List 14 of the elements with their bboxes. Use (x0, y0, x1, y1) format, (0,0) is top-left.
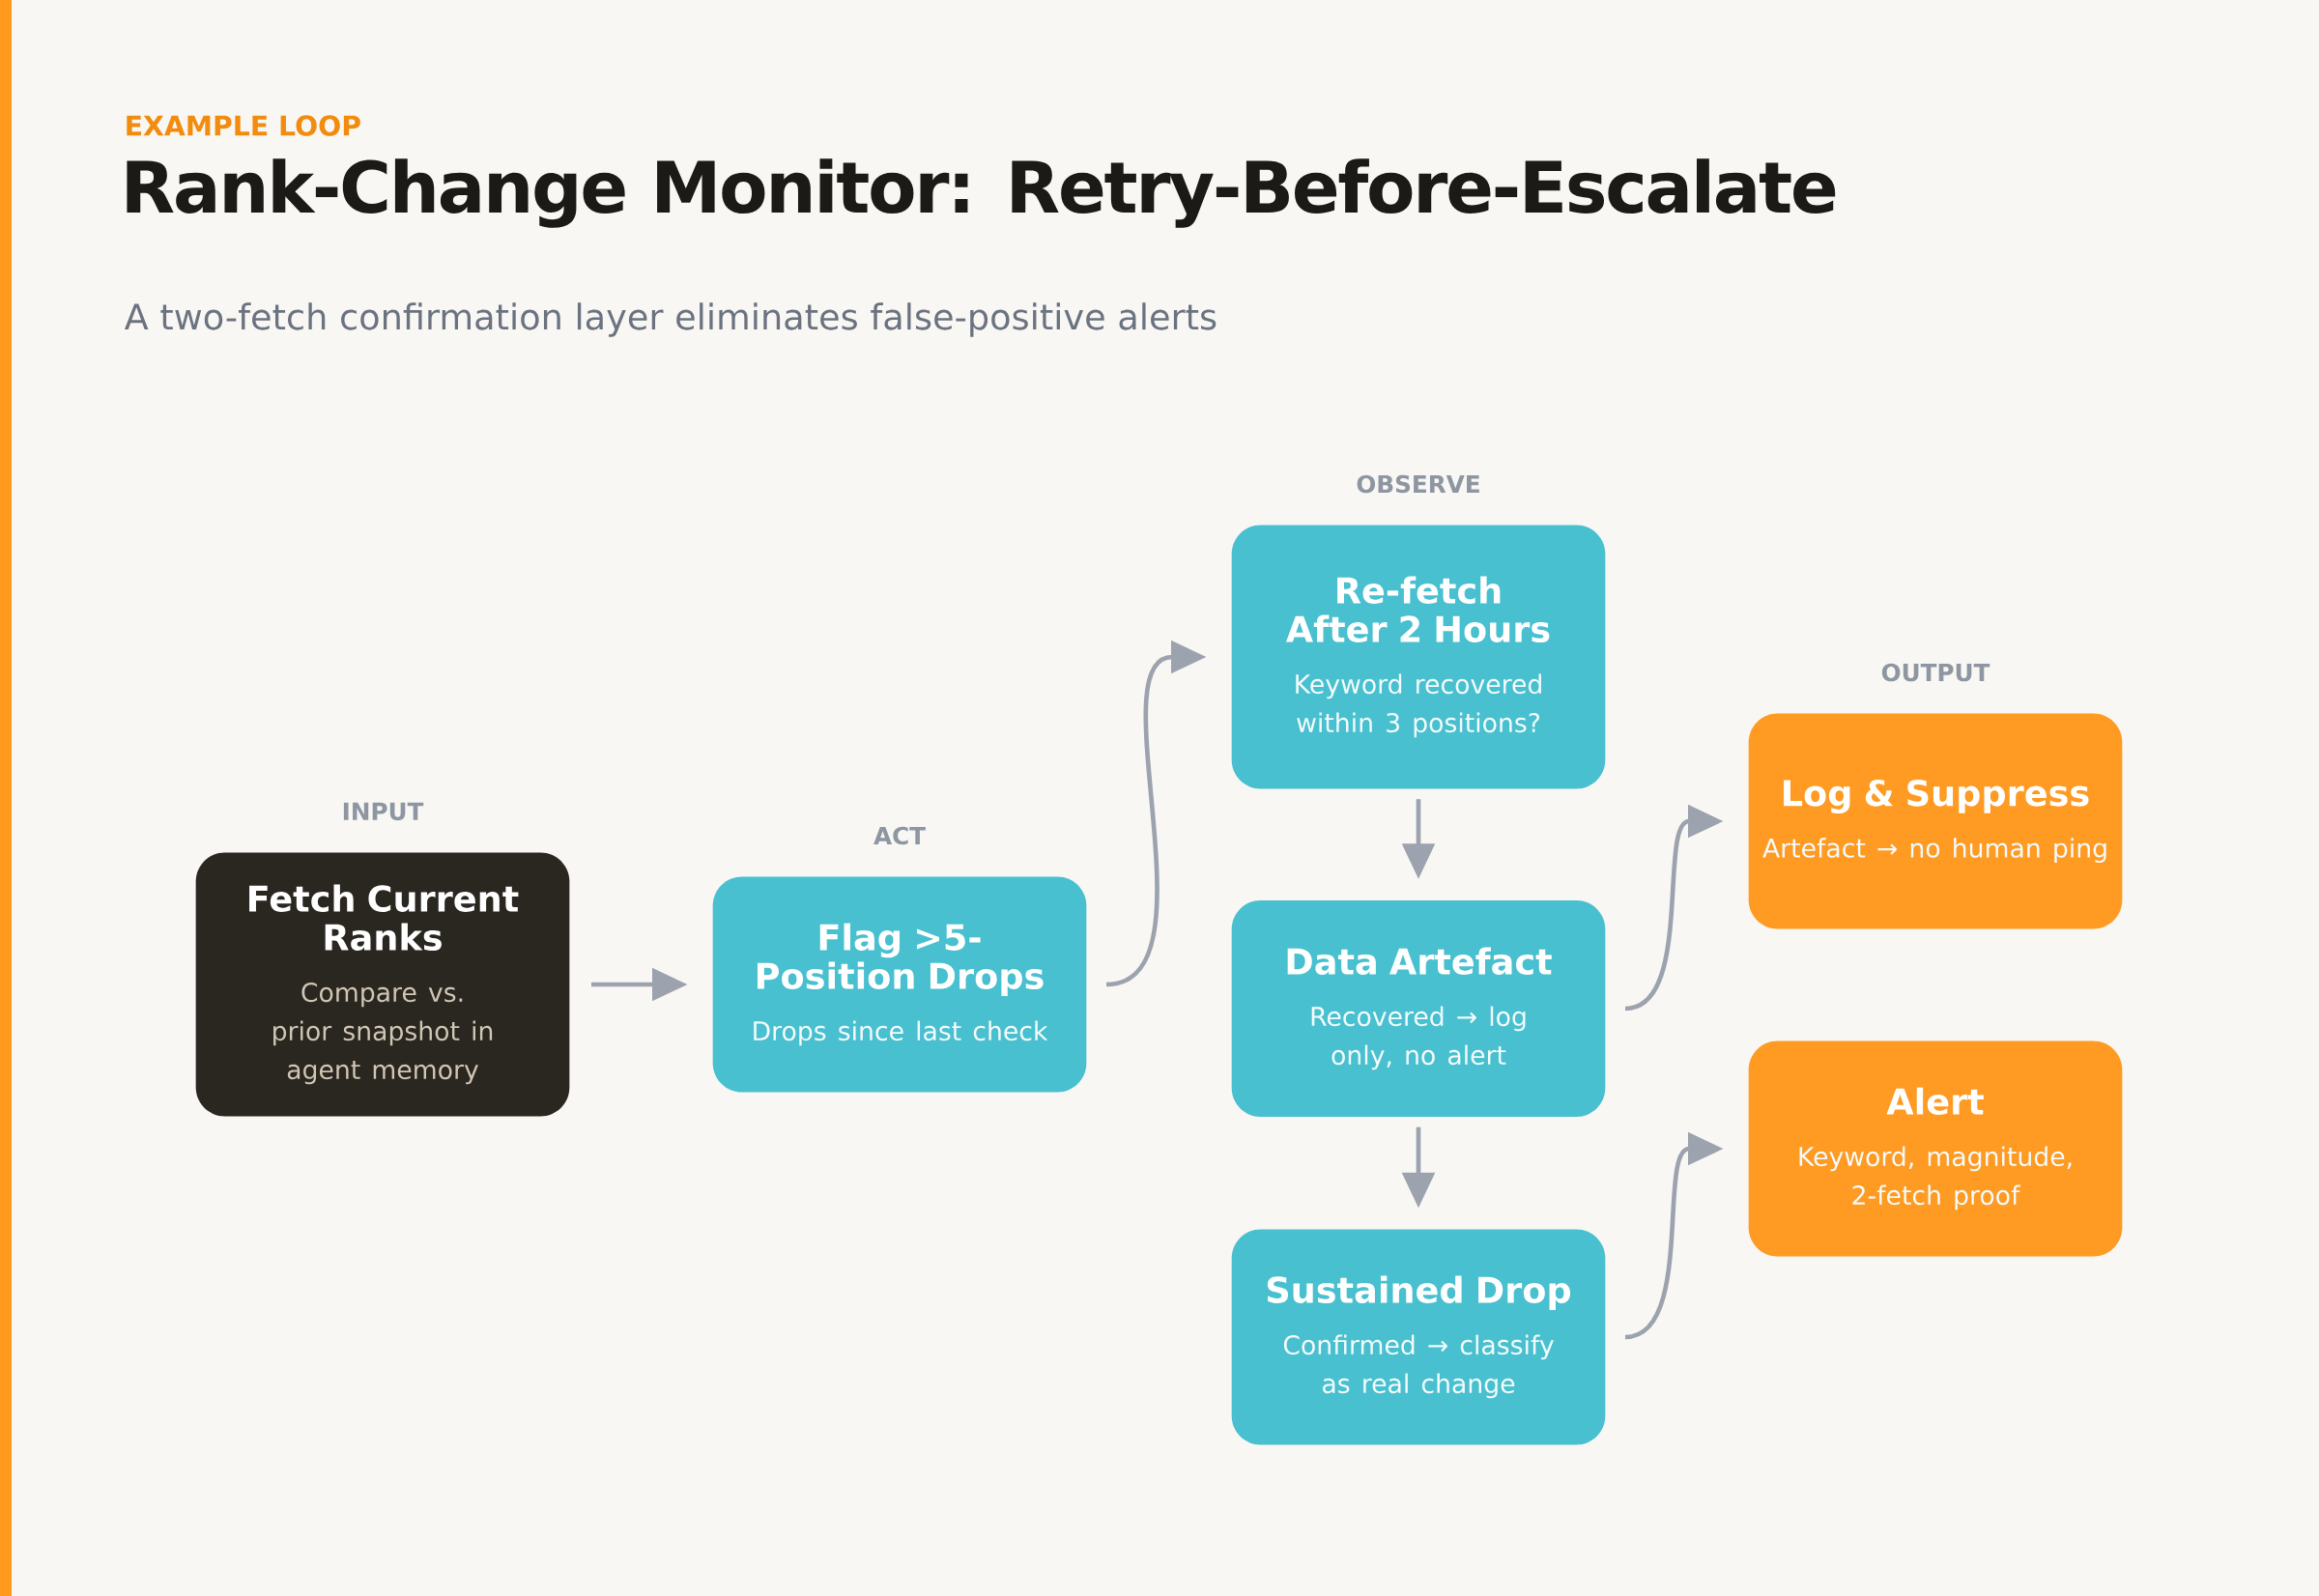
section-label: OBSERVE (1357, 474, 1479, 494)
process-box: Data Artefact Recovered → log only, no alert (1231, 900, 1606, 1117)
process-box: Flag >5-Position Drops Drops since last check (712, 876, 1087, 1093)
section-label: OUTPUT (1881, 663, 1990, 682)
kicker: EXAMPLE LOOP (127, 115, 360, 136)
subtitle: A two-fetch confirmation layer eliminates false-positive alerts (124, 302, 1217, 337)
process-box: Sustained Drop Confirmed → classify as real change (1231, 1229, 1606, 1445)
section-label: INPUT (343, 802, 424, 821)
process-box: Re-fetch After 2 Hours Keyword recovered within 3 positions? (1231, 525, 1606, 789)
output-box: Log & Suppress Artefact → no human ping (1748, 713, 2123, 929)
process-box: Fetch Current Ranks Compare vs. prior snapshot in agent memory (195, 852, 570, 1117)
title: Rank-Change Monitor: Retry-Before-Escalate (127, 158, 1836, 228)
output-box: Alert Keyword, magnitude, 2-fetch proof (1748, 1040, 2123, 1257)
section-label: ACT (873, 826, 926, 845)
